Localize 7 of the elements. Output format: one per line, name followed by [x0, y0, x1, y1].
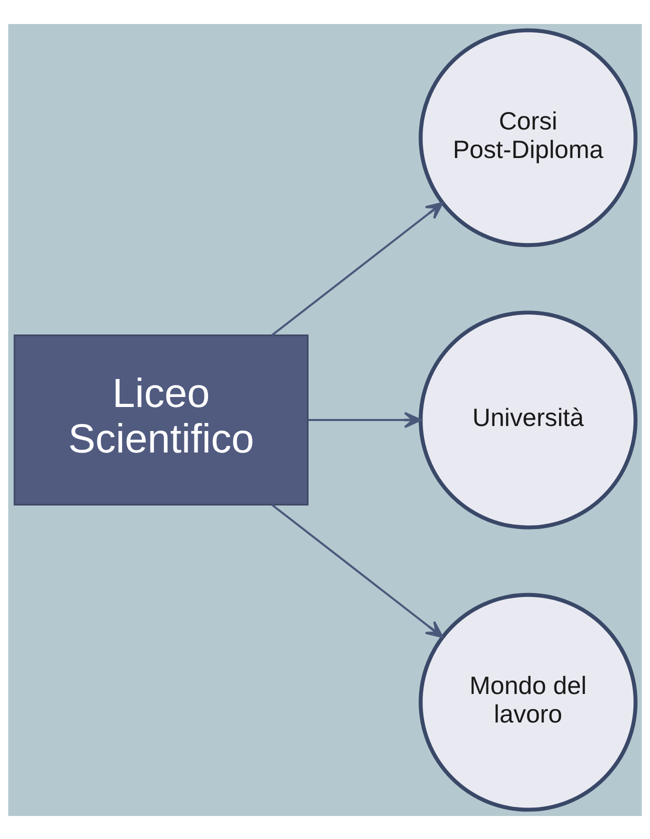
node-circle: Corsi Post-Diploma — [418, 28, 638, 247]
arrow — [308, 411, 422, 428]
arrow — [271, 503, 444, 638]
node-circle: Università — [418, 310, 638, 529]
arrow — [271, 202, 444, 336]
node-circle: Mondo del lavoro — [418, 592, 638, 812]
node-box: Liceo Scientifico — [14, 334, 309, 505]
